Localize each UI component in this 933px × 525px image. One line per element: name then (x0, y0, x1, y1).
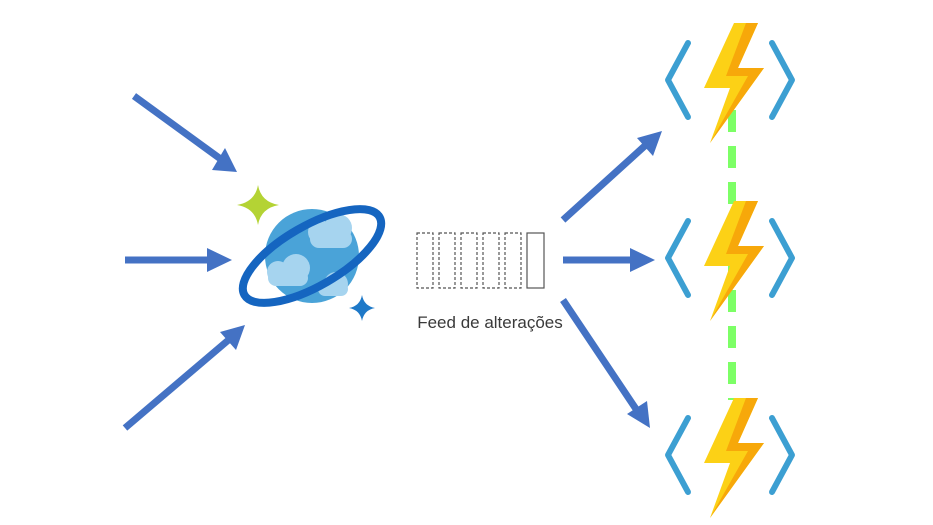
orbit-ring-icon (238, 205, 386, 307)
lightning-bolt-icon (704, 201, 764, 321)
outgoing-arrow-middle (563, 248, 655, 272)
azure-function-icon (665, 398, 795, 518)
cosmos-db-icon (237, 185, 386, 321)
feed-box (482, 232, 500, 289)
incoming-arrow-bottom (122, 325, 245, 431)
azure-function-icon (665, 201, 795, 321)
incoming-arrow-middle (125, 248, 232, 272)
outgoing-arrow-bottom (560, 298, 650, 428)
feed-box (416, 232, 434, 289)
feed-box (526, 232, 545, 289)
lightning-bolt-icon (704, 23, 764, 143)
cloud-icon (267, 214, 352, 296)
change-feed-boxes (416, 232, 545, 289)
outgoing-arrow-top (560, 131, 662, 223)
feed-box (504, 232, 522, 289)
sparkle-blue-icon (349, 295, 375, 321)
feed-box (438, 232, 456, 289)
lightning-bolt-icon (704, 398, 764, 518)
azure-function-icon (665, 23, 795, 143)
feed-box (460, 232, 478, 289)
incoming-arrow-top (131, 93, 237, 172)
sparkle-green-icon (237, 185, 279, 225)
change-feed-label: Feed de alterações (417, 313, 563, 332)
